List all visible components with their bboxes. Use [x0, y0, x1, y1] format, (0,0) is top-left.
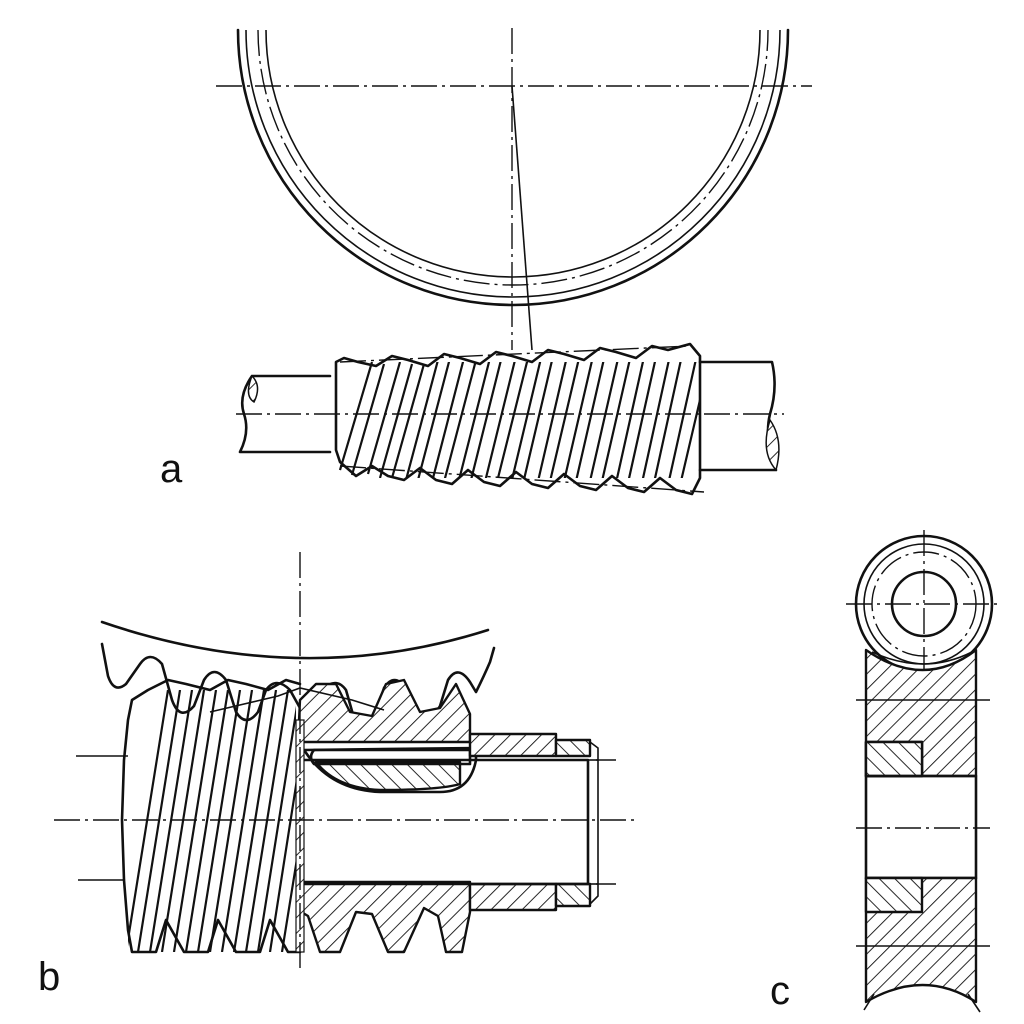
label-a: a [160, 447, 183, 491]
view-a: a [160, 28, 812, 496]
worm-shaft-left [238, 374, 332, 454]
worm-section-b [295, 678, 599, 954]
view-b-centerlines [54, 552, 636, 970]
view-b: b [38, 552, 636, 999]
wheel-rim-arc [100, 620, 490, 660]
label-c: c [770, 969, 790, 1013]
worm-shaft-right [698, 360, 780, 472]
wheel-section [864, 648, 978, 1004]
label-b: b [38, 955, 60, 999]
view-c-centerlines [856, 699, 990, 1013]
worm-thread-body [334, 342, 705, 496]
worm-thread-side-b [120, 678, 302, 954]
view-c: c [770, 530, 1002, 1013]
view-a-centerlines [216, 28, 812, 415]
worm-wheel-outline [236, 28, 790, 307]
